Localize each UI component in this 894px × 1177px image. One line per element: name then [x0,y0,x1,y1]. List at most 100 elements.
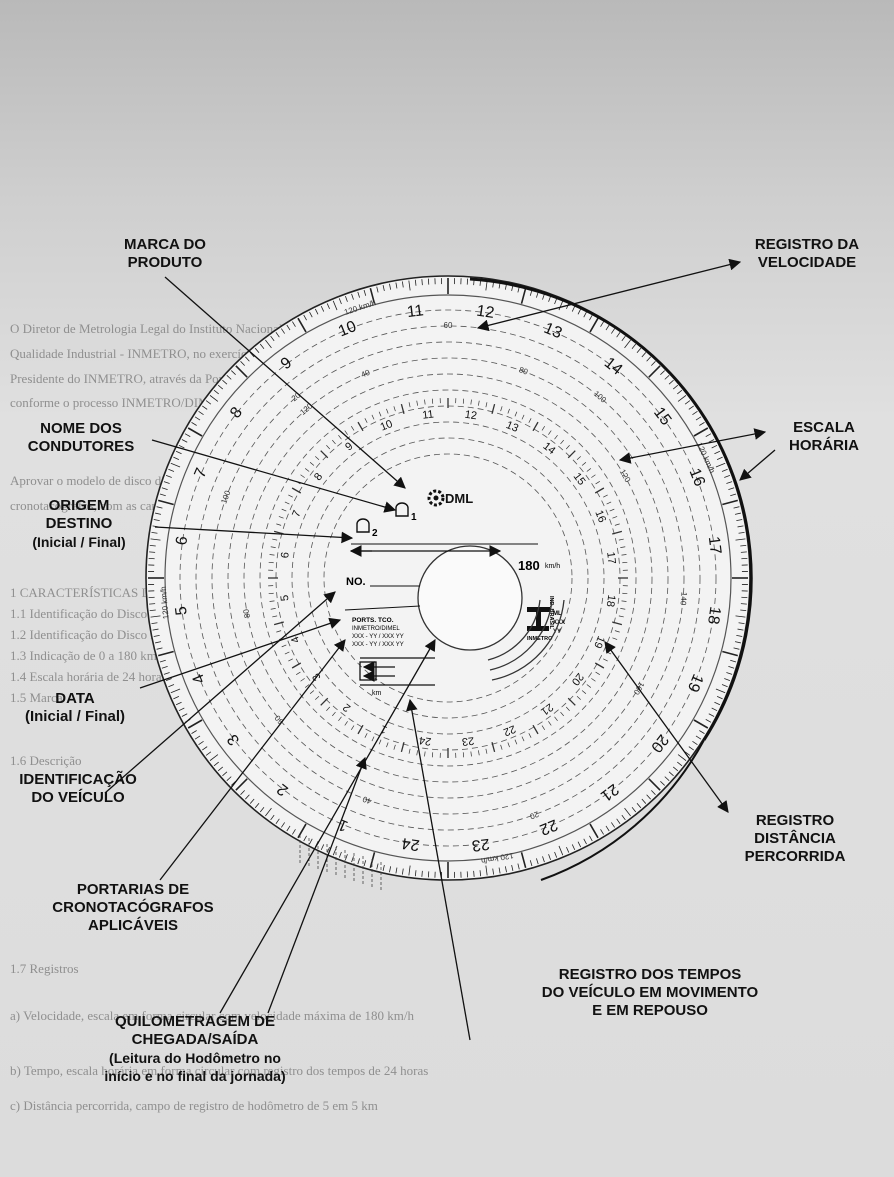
time-tick [151,531,158,534]
time-tick [320,844,325,851]
time-tick [722,499,738,506]
time-tick [161,487,168,490]
time-tick [389,283,392,290]
time-tick [155,641,162,644]
callout-portarias: PORTARIAS DE CRONOTACÓGRAFOS APLICÁVEIS [38,881,228,935]
inner-time-tick [296,671,301,676]
time-tick [168,684,175,688]
time-tick [738,622,745,625]
time-tick [660,370,665,375]
inner-time-tick [514,739,518,745]
time-tick [161,666,168,669]
callout-arrow [476,258,742,332]
hour-label-outer: 16 [686,466,708,489]
ind-brasil-label: IND. BRASIL [548,596,554,630]
time-tick [376,286,379,293]
inner-time-tick [548,721,552,726]
inner-time-tick [478,400,480,406]
time-tick [151,622,158,625]
time-tick [150,615,161,618]
hour-label-outer: 12 [475,303,495,322]
odometer-field: km [359,657,435,697]
time-tick [153,634,160,637]
callout-identificacao-line-2: DO VEÍCULO [31,789,125,806]
disc-ring [179,309,717,847]
inner-time-tick [595,480,600,485]
time-tick [198,410,204,415]
time-tick [170,688,181,694]
inner-time-tick [554,716,558,722]
time-tick [695,416,702,421]
hour-label-outer: 10 [336,318,359,340]
time-tick [222,771,228,777]
inner-time-tick [326,706,331,711]
time-tick [737,628,744,631]
disc-ring [291,421,605,735]
inner-time-tick [424,751,426,757]
background-text-line: 1.7 Registros [10,961,79,976]
portaria-line-1: PORTS. TCO. [352,617,394,624]
time-tick [517,863,520,870]
inner-time-tick [565,445,570,450]
distance-record-arcs [487,599,565,681]
inner-time-tick [560,711,564,717]
inner-time-tick [528,418,532,423]
time-tick [735,615,746,618]
portarias-block: PORTS. TCO. INMETRO/DIMEL XXX - YY / XXX… [352,617,404,648]
inner-time-tick [416,400,418,406]
inner-time-tick [344,721,348,726]
hour-label-outer: 5 [173,605,191,616]
time-tick [149,544,156,547]
portaria-line-4: XXX - YY / XXX YY [352,642,404,648]
callout-portarias-line-3: APLICÁVEIS [87,917,178,934]
time-tick [326,303,330,310]
portaria-line-3: XXX - YY / XXX YY [352,634,404,640]
time-tick [187,719,203,729]
callout-velocidade-line-1: REGISTRO DA [754,236,860,253]
time-tick [345,295,348,302]
inner-time-tick [276,630,282,633]
disc-ring [259,389,637,767]
callout-arrow [151,439,397,513]
time-tick [292,829,296,835]
time-tick [159,493,166,497]
time-tick [303,835,307,842]
time-tick [259,807,265,813]
time-tick [226,776,232,781]
callout-nome-dos-condutores: NOME DOS CONDUTORES [12,420,150,456]
inner-time-tick [281,508,287,512]
time-tick [401,281,404,288]
callout-arrow [267,756,367,1014]
hour-label-inner: 19 [591,634,607,650]
inner-time-tick [620,546,626,548]
time-tick [150,538,161,541]
time-tick [636,347,642,354]
inner-time-tick [288,658,293,662]
inner-time-tick [532,421,539,432]
hour-label-inner: 23 [461,734,475,747]
callout-arrows [104,258,776,1041]
time-tick [226,375,232,380]
time-tick [715,462,726,468]
time-tick [170,462,181,468]
inner-time-tick [620,608,626,610]
callout-portarias-line-2: CRONOTACÓGRAFOS [52,899,214,916]
time-tick [309,311,313,318]
inner-time-tick [586,468,592,472]
callout-arrow [604,641,729,813]
time-tick [740,603,747,605]
time-tick [235,365,248,378]
callout-arrow [406,698,471,1041]
time-tick [624,339,631,349]
inner-time-tick [326,445,331,450]
time-tick [728,666,735,669]
speed-max-label: 180 [518,558,540,573]
inner-time-tick [276,523,282,526]
time-tick [231,370,236,375]
time-tick [235,778,248,791]
time-tick [275,332,280,338]
speed-scale-label: 60 [444,321,453,330]
hour-label-inner: 18 [604,594,618,608]
inner-time-tick [603,494,608,498]
inner-time-tick [273,621,284,626]
